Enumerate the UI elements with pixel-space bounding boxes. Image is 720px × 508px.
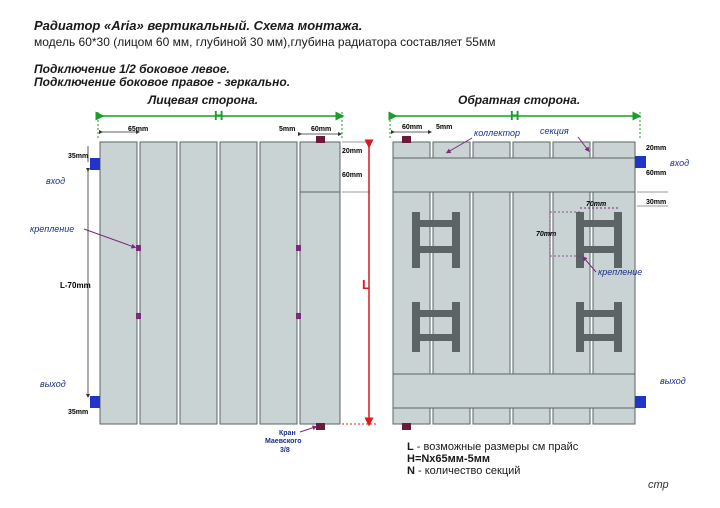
- front-mount-mark: [136, 245, 141, 251]
- front-section: [299, 141, 341, 425]
- back-side-title: Обратная сторона.: [458, 93, 581, 107]
- back-dim-70-v: 70mm: [536, 231, 556, 238]
- legend-l-text: - возможные размеры см прайс: [413, 441, 579, 453]
- front-top-valve: [316, 136, 325, 143]
- valve-label-line2: Маевского: [265, 438, 302, 445]
- back-dim-60-side: 60mm: [646, 170, 666, 177]
- back-section: [432, 191, 471, 375]
- front-dim-5: 5mm: [279, 126, 295, 133]
- front-h-label: H: [214, 108, 223, 123]
- front-bottom-valve: [316, 423, 325, 430]
- front-inlet-label: вход: [46, 176, 65, 186]
- back-outlet-label: выход: [660, 376, 686, 386]
- back-bracket: [576, 212, 622, 268]
- back-collector-label: коллектор: [474, 128, 520, 138]
- back-dim-30: 30mm: [646, 199, 666, 206]
- back-outlet-connector: [635, 396, 646, 408]
- back-bracket: [412, 302, 460, 352]
- front-dim-35-top: 35mm: [68, 153, 88, 160]
- valve-label-line3: 3/8: [280, 447, 290, 454]
- back-dim-20: 20mm: [646, 145, 666, 152]
- front-outlet-label: выход: [40, 379, 66, 389]
- page-number: стр: [648, 479, 669, 491]
- front-section: [179, 141, 218, 425]
- front-section: [99, 141, 138, 425]
- back-h-label: H: [510, 108, 519, 123]
- back-dim-5: 5mm: [436, 124, 452, 131]
- legend-l-key: L: [407, 441, 414, 453]
- legend-l: L - возможные размеры см прайс: [407, 441, 578, 453]
- connection-left-note: Подключение 1/2 боковое левое.: [34, 62, 230, 76]
- front-mount-label: крепление: [30, 224, 74, 234]
- connection-right-note: Подключение боковое правое - зеркально.: [34, 75, 291, 89]
- back-mount-label: крепление: [598, 267, 642, 277]
- valve-label-line1: Кран: [279, 430, 296, 437]
- front-dim-l70: L-70mm: [60, 281, 91, 290]
- back-section: [392, 191, 431, 375]
- back-inlet-label: вход: [670, 158, 689, 168]
- back-dim-70-h: 70mm: [586, 201, 606, 208]
- front-dim-20: 20mm: [342, 148, 362, 155]
- legend-h-formula: H=Nx65мм-5мм: [407, 453, 490, 465]
- front-mount-mark: [296, 313, 301, 319]
- back-section: [512, 191, 551, 375]
- back-section: [472, 191, 511, 375]
- legend-n-text: - количество секций: [414, 465, 521, 477]
- back-bottom-valve: [402, 423, 411, 430]
- front-section: [219, 141, 258, 425]
- front-dim-60-side: 60mm: [342, 172, 362, 179]
- front-section: [139, 141, 178, 425]
- back-inlet-connector: [635, 156, 646, 168]
- front-inlet-connector: [90, 158, 100, 170]
- back-dim-60: 60mm: [402, 124, 422, 131]
- front-dim-60-top: 60mm: [311, 126, 331, 133]
- back-bracket: [576, 302, 622, 352]
- back-top-collector: [392, 157, 636, 193]
- back-bottom-collector: [392, 373, 636, 409]
- front-dim-35-bottom: 35mm: [68, 409, 88, 416]
- front-outlet-connector: [90, 396, 100, 408]
- front-l-label: L: [362, 277, 370, 292]
- back-section: [552, 191, 591, 375]
- page-subtitle: модель 60*30 (лицом 60 мм, глубиной 30 м…: [34, 35, 496, 49]
- front-dim-65: 65mm: [128, 126, 148, 133]
- front-mount-mark: [296, 245, 301, 251]
- back-radiator: H 60mm 5mm: [388, 108, 689, 430]
- front-mount-mark: [136, 313, 141, 319]
- legend-n-key: N: [407, 465, 415, 477]
- back-section-label: секция: [540, 126, 569, 136]
- front-side-title: Лицевая сторона.: [148, 93, 259, 107]
- legend-n: N - количество секций: [407, 465, 520, 477]
- back-top-valve: [402, 136, 411, 143]
- front-section: [259, 141, 298, 425]
- page-title: Радиатор «Aria» вертикальный. Схема монт…: [34, 18, 363, 33]
- back-bracket: [412, 212, 460, 268]
- front-radiator: H 65mm 5mm 60mm: [30, 108, 376, 454]
